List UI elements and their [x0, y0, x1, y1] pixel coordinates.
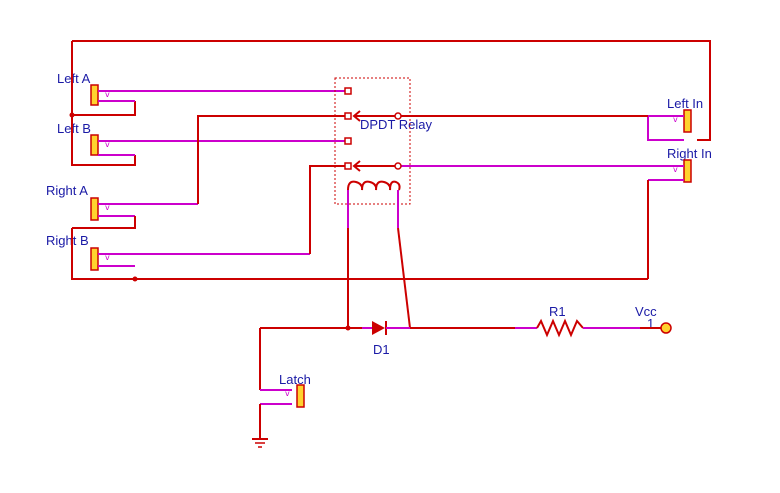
diode-d1 [362, 321, 515, 335]
label-left-b: Left B [57, 121, 91, 136]
label-left-in: Left In [667, 96, 703, 111]
connector-left-b: v [90, 134, 348, 156]
svg-text:v: v [105, 253, 110, 262]
svg-text:v: v [105, 203, 110, 212]
label-relay: DPDT Relay [360, 117, 433, 132]
resistor-r1 [515, 318, 661, 338]
junction-dot [345, 325, 351, 331]
wire-coil-diode [260, 227, 411, 329]
label-right-b: Right B [46, 233, 89, 248]
label-diode: D1 [373, 342, 390, 357]
connector-left-in: v [398, 109, 692, 141]
connector-left-a: v [90, 84, 348, 106]
junction-dot [132, 276, 138, 282]
label-right-in: Right In [667, 146, 712, 161]
wire-outer-loop [71, 40, 711, 166]
connector-latch: v [259, 328, 305, 438]
label-latch: Latch [279, 372, 311, 387]
svg-text:v: v [673, 115, 678, 124]
junction-dot [69, 112, 75, 118]
svg-text:v: v [285, 389, 290, 398]
connector-right-in: v [398, 159, 692, 279]
connector-right-a: v [72, 115, 348, 229]
ground-icon [252, 438, 268, 448]
label-resistor: R1 [549, 304, 566, 319]
connector-right-b: v [71, 165, 648, 280]
svg-text:v: v [105, 90, 110, 99]
label-vcc: Vcc [635, 304, 657, 319]
relay-dpdt [334, 77, 411, 228]
label-right-a: Right A [46, 183, 88, 198]
vcc-terminal [660, 322, 672, 334]
label-vcc-pin: 1 [647, 316, 654, 331]
svg-text:v: v [673, 165, 678, 174]
svg-text:v: v [105, 140, 110, 149]
label-left-a: Left A [57, 71, 91, 86]
